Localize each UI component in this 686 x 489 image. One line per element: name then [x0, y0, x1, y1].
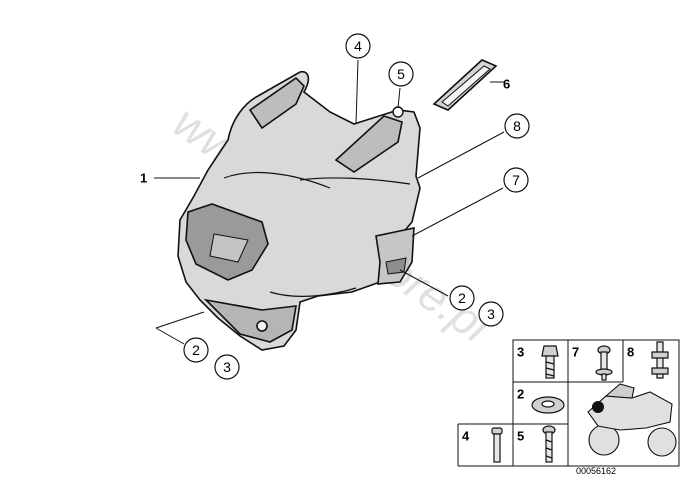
rubber-strip-part-6 — [432, 59, 498, 111]
leader-lines — [154, 59, 505, 345]
callout-7-c7: 7 — [503, 167, 529, 193]
callout-circle — [345, 33, 371, 59]
grid-label-2: 2 — [517, 387, 524, 402]
callout-number: 8 — [513, 118, 521, 134]
part-1-label: 1 — [140, 171, 147, 186]
callout-3-c3r: 3 — [478, 301, 504, 327]
callout-number: 4 — [354, 38, 362, 54]
diagram-id: 00056162 — [576, 466, 616, 476]
callout-number: 5 — [397, 66, 405, 82]
callout-number: 7 — [512, 172, 520, 188]
grid-label-4: 4 — [462, 429, 470, 444]
grid-label-3: 3 — [517, 345, 524, 360]
callout-circle — [503, 167, 529, 193]
callout-2-c2l: 2 — [183, 337, 209, 363]
bolt-3-icon — [541, 345, 559, 379]
screw-5-icon — [542, 425, 556, 463]
callout-circle — [449, 285, 475, 311]
callout-number: 2 — [192, 342, 200, 358]
stud-8-icon — [651, 341, 669, 379]
callout-5-c5: 5 — [388, 61, 414, 87]
grid-label-5: 5 — [517, 429, 524, 444]
rivet-4-icon — [491, 427, 503, 463]
callout-number: 2 — [458, 290, 466, 306]
callout-circle — [504, 113, 530, 139]
grid-label-8: 8 — [627, 345, 634, 360]
screw-7-icon — [595, 345, 613, 381]
callout-number: 3 — [223, 359, 231, 375]
motorcycle-thumbnail — [587, 383, 677, 457]
callout-number: 3 — [487, 306, 495, 322]
front-fairing-illustration — [177, 70, 421, 351]
callout-3-c3l: 3 — [214, 354, 240, 380]
callout-circle — [478, 301, 504, 327]
callout-4-c4: 4 — [345, 33, 371, 59]
washer-2-icon — [531, 396, 565, 414]
screw-5-marker — [392, 106, 404, 118]
callout-circle — [214, 354, 240, 380]
callout-circles: 4 5 6 8 7 2 3 2 3 — [183, 33, 530, 380]
callout-circle — [183, 337, 209, 363]
callout-8-c8: 8 — [504, 113, 530, 139]
grid-label-7: 7 — [572, 345, 579, 360]
callout-circle — [388, 61, 414, 87]
callout-2-c2r: 2 — [449, 285, 475, 311]
highlight-marker — [592, 401, 604, 413]
callout-6-label: 6 — [503, 77, 510, 92]
